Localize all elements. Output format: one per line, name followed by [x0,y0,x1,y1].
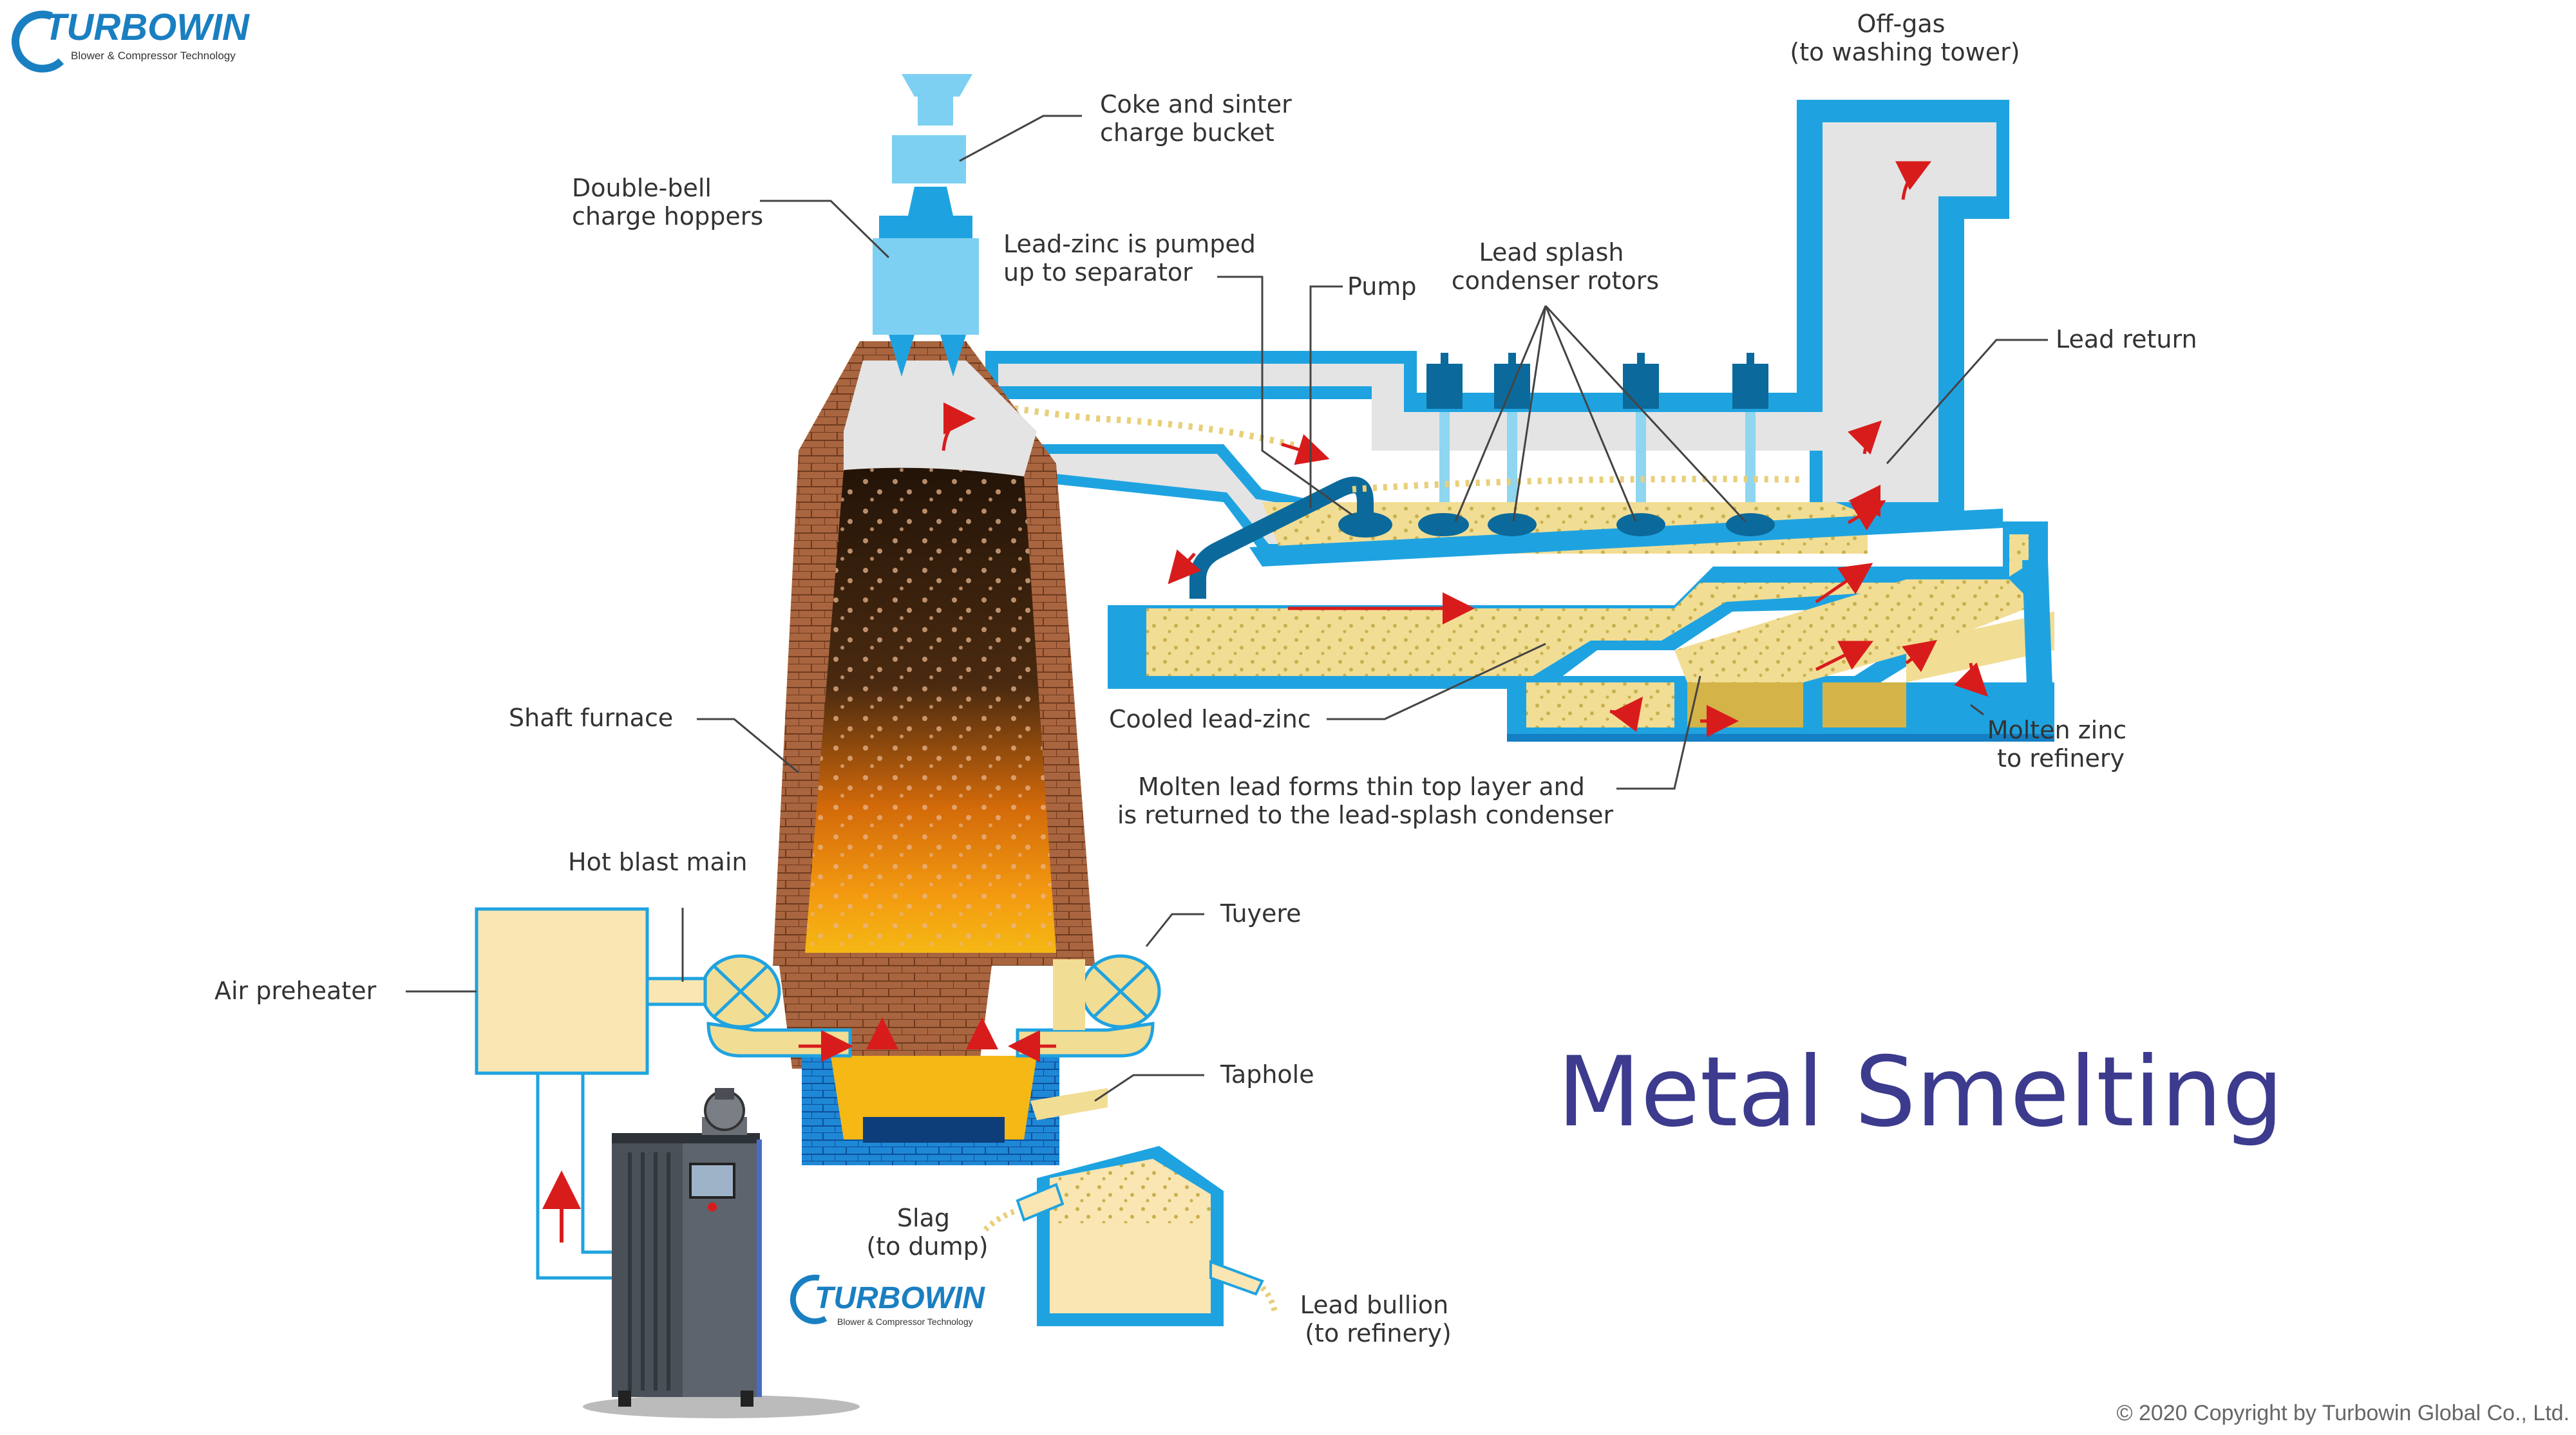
condenser-housing [985,100,2009,554]
brand-tagline-secondary: Blower & Compressor Technology [837,1317,973,1327]
page-title: Metal Smelting [1557,1036,2284,1149]
label-pump: Pump [1347,272,1416,301]
rotor [1418,513,1464,536]
ladle [983,1146,1278,1326]
label-hot-blast-main: Hot blast main [568,848,748,876]
air-lines [536,1073,612,1280]
rotor [1616,353,1665,536]
rotor [1726,353,1775,536]
label-molten-lead: Molten lead forms thin top layer and is … [1117,773,1614,829]
label-coke-charge-bucket: Coke and sinter charge bucket [1100,90,1300,147]
label-lead-bullion: Lead bullion (to refinery) [1300,1291,1457,1347]
shaft-furnace [773,341,1108,1165]
label-air-preheater: Air preheater [214,977,377,1005]
label-pumped-to-separator: Lead-zinc is pumped up to separator [1003,230,1264,286]
air-preheater [475,907,707,1075]
blower-unit [583,1088,860,1418]
flow-arrows [799,161,1989,1062]
label-condenser-rotors: Lead splash condenser rotors [1452,238,1659,295]
label-molten-zinc: Molten zinc to refinery [1987,716,2135,773]
label-tuyere: Tuyere [1220,899,1302,928]
brand-logo-secondary: TURBOWIN Blower & Compressor Technology [790,1274,985,1327]
brand-name-secondary: TURBOWIN [815,1281,985,1315]
brand-name: TURBOWIN [44,6,250,48]
label-offgas: Off-gas (to washing tower) [1790,10,2020,66]
brand-tagline: Blower & Compressor Technology [71,50,236,62]
condenser-trough [1249,502,2003,567]
label-slag: Slag (to dump) [866,1204,988,1261]
labels: Off-gas (to washing tower) Coke and sint… [214,10,2197,1347]
control-screen-icon [689,1163,735,1199]
logo-swoosh-icon [12,10,64,73]
label-charge-hoppers: Double-bell charge hoppers [572,174,763,230]
logo-swoosh-icon [790,1274,828,1324]
copyright-text: © 2020 Copyright by Turbowin Global Co.,… [2116,1401,2570,1425]
label-taphole: Taphole [1220,1060,1314,1089]
label-cooled-lead-zinc: Cooled lead-zinc [1109,705,1311,733]
cooling-launders [1108,521,2054,742]
leader-lines [406,115,2048,1102]
label-shaft-furnace: Shaft furnace [509,704,673,732]
label-lead-return: Lead return [2056,325,2197,353]
charge-hoppers [873,74,979,377]
brand-logo: TURBOWIN Blower & Compressor Technology [12,6,250,73]
